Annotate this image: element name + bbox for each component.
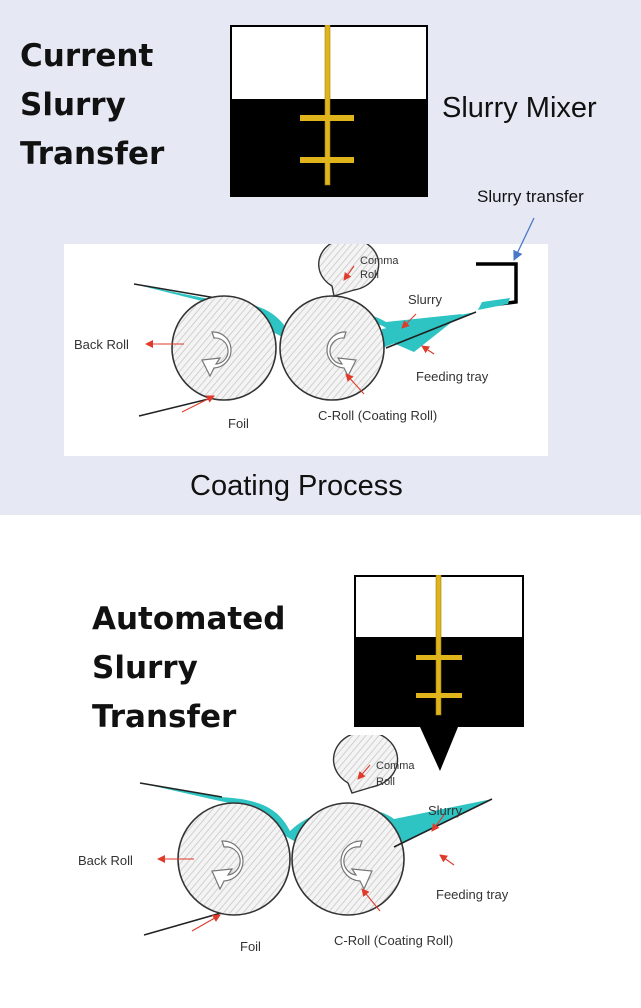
transfer-pipe bbox=[476, 262, 518, 308]
automated-coating-rolls-diagram: Comma Roll Slurry Back Roll Feeding tray… bbox=[78, 735, 509, 954]
slurry-stream bbox=[478, 298, 510, 310]
slurry-label: Slurry bbox=[428, 803, 462, 818]
automated-heading-line-1: Automated bbox=[92, 601, 286, 637]
foil-label: Foil bbox=[240, 939, 261, 954]
coating-roll-rotation-arrow-icon bbox=[340, 840, 373, 891]
feeding-tray bbox=[393, 798, 493, 848]
back-roll-rotation-arrow-icon bbox=[201, 331, 232, 378]
automated-heading: Automated Slurry Transfer bbox=[92, 595, 285, 742]
slurry-label: Slurry bbox=[408, 292, 442, 307]
feeding-tray-label: Feeding tray bbox=[436, 887, 509, 902]
back-roll bbox=[171, 295, 277, 401]
top-film-line bbox=[133, 283, 217, 299]
comma-roll-label-2: Roll bbox=[376, 776, 395, 788]
comma-roll-label-2: Roll bbox=[360, 269, 379, 281]
feeding-tray-label: Feeding tray bbox=[416, 369, 489, 384]
back-roll-rotation-arrow-icon bbox=[211, 840, 244, 891]
coating-process-label: Coating Process bbox=[190, 470, 403, 502]
current-heading-line-2: Slurry bbox=[20, 87, 126, 123]
slurry-mixer-label: Slurry Mixer bbox=[442, 92, 597, 124]
foil-label: Foil bbox=[228, 416, 249, 431]
back-roll-label: Back Roll bbox=[78, 853, 133, 868]
comma-roll-label-1: Comma bbox=[376, 760, 415, 772]
current-heading-line-3: Transfer bbox=[20, 136, 165, 172]
automated-heading-line-2: Slurry bbox=[92, 650, 198, 686]
automated-mixer-tank-icon bbox=[354, 575, 524, 771]
slurry-transfer-label: Slurry transfer bbox=[477, 187, 584, 206]
automated-transfer-panel: Automated Slurry Transfer Comma Roll Slu… bbox=[0, 515, 641, 1008]
current-heading-line-1: Current bbox=[20, 38, 154, 74]
coating-roll bbox=[291, 802, 405, 916]
mixer-nozzle bbox=[420, 727, 458, 771]
coating-process-diagram: Comma Roll Slurry Back Roll Feeding tray… bbox=[64, 237, 548, 456]
top-film-line bbox=[139, 782, 223, 798]
automated-heading-line-3: Transfer bbox=[92, 699, 237, 735]
back-roll-label: Back Roll bbox=[74, 337, 129, 352]
feeding-tray bbox=[385, 311, 477, 349]
back-roll bbox=[177, 802, 291, 916]
current-heading: Current Slurry Transfer bbox=[20, 32, 164, 179]
current-transfer-panel: Current Slurry Transfer Slurry Mixer Slu… bbox=[0, 0, 641, 515]
slurry-transfer-arrow-icon bbox=[513, 217, 535, 261]
slurry-mixer-tank-icon bbox=[230, 25, 428, 197]
comma-roll bbox=[332, 735, 399, 794]
coating-rolls-diagram: Comma Roll Slurry Back Roll Feeding tray… bbox=[74, 237, 518, 431]
c-roll-label: C-Roll (Coating Roll) bbox=[318, 408, 437, 423]
comma-roll-label-1: Comma bbox=[360, 255, 399, 267]
c-roll-label: C-Roll (Coating Roll) bbox=[334, 933, 453, 948]
coating-roll bbox=[279, 295, 385, 401]
